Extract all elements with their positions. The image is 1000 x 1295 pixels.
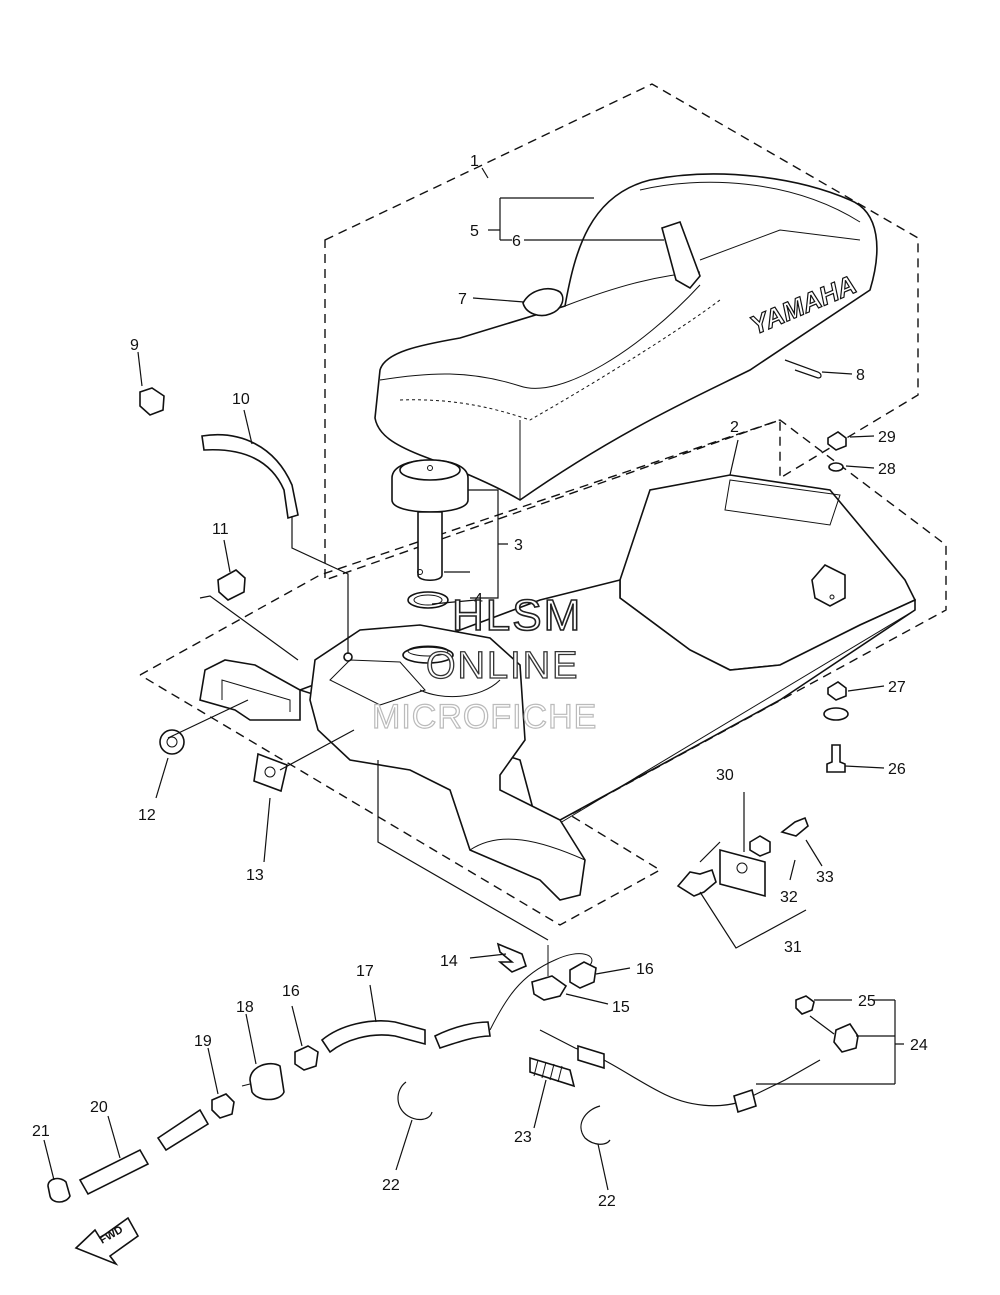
sensor-31 [676,868,717,897]
label-part-15: 15 [612,999,630,1016]
base-assembly-outline [139,419,947,926]
screw-33 [780,816,809,837]
nut-32 [749,835,771,857]
label-part-12: 12 [138,807,156,824]
label-part-1: 1 [470,153,479,170]
label-part-16-lower: 16 [282,983,300,1000]
label-part-31: 31 [784,939,802,956]
throttle-cable [539,1029,821,1107]
label-part-25: 25 [858,993,876,1010]
part-labels: 1 5 6 7 8 9 10 2 29 28 11 3 4 27 26 12 3… [32,153,928,1210]
forward-arrow-icon: FWD [74,1216,140,1266]
label-part-3: 3 [514,537,523,554]
label-part-22-right: 22 [598,1193,616,1210]
bolt-26 [826,744,846,773]
label-part-13: 13 [246,867,264,884]
label-part-27: 27 [888,679,906,696]
seat-cover: YAMAHA [374,173,878,501]
joint-16-upper [569,961,597,989]
label-part-8: 8 [856,367,865,384]
label-13 [253,752,288,793]
clip-22-right [580,1105,611,1145]
label-part-14: 14 [440,953,458,970]
label-part-11: 11 [212,521,229,538]
label-part-24: 24 [910,1037,928,1054]
fuel-cock-15 [531,975,568,1001]
label-part-4: 4 [474,591,483,608]
clip-22-left [397,1081,433,1121]
washer-28 [828,462,844,472]
hose-20b [78,1148,150,1196]
label-part-7: 7 [458,291,467,308]
filter-18 [249,1062,285,1101]
label-part-29: 29 [878,429,896,446]
breather-hose [201,434,299,520]
nut-27 [827,681,847,701]
watermark-line-3: MICROFICHE [372,698,597,736]
label-part-19: 19 [194,1033,212,1050]
label-part-10: 10 [232,391,250,408]
label-part-28: 28 [878,461,896,478]
seat-assembly-outline [324,83,919,581]
label-part-21: 21 [32,1123,50,1140]
label-part-9: 9 [130,337,139,354]
label-part-5: 5 [470,223,479,240]
label-part-33: 33 [816,869,834,886]
label-part-17: 17 [356,963,374,980]
label-part-23: 23 [514,1129,532,1146]
joint-19 [211,1093,235,1119]
label-part-20: 20 [90,1099,108,1116]
label-part-18: 18 [236,999,254,1016]
sponge [522,288,564,317]
hose-17 [320,1020,426,1054]
clamp-21 [47,1177,71,1203]
nut-29 [827,431,847,451]
joint-16-lower [294,1045,319,1071]
plug-12 [159,729,185,755]
label-part-16-upper: 16 [636,961,654,978]
filler-cap-assembly [391,459,469,582]
watermark-line-2: ONLINE [426,645,579,687]
label-part-2: 2 [730,419,739,436]
grommet-11 [217,569,246,601]
watermark: HLSM ONLINE MICROFICHE [371,590,597,736]
label-part-26: 26 [888,761,906,778]
seat-handle [661,220,701,290]
clip-9 [139,387,165,416]
washer-25 [795,995,815,1015]
label-part-30: 30 [716,767,734,784]
label-part-22-left: 22 [382,1177,400,1194]
label-part-6: 6 [512,233,521,250]
hose-20a [156,1108,210,1152]
wire-clip [784,359,822,379]
label-part-32: 32 [780,889,798,906]
clamp-14 [496,942,527,973]
fuel-tank [199,624,586,901]
watermark-line-1: HLSM [452,591,582,640]
leader-lines [43,167,904,1191]
